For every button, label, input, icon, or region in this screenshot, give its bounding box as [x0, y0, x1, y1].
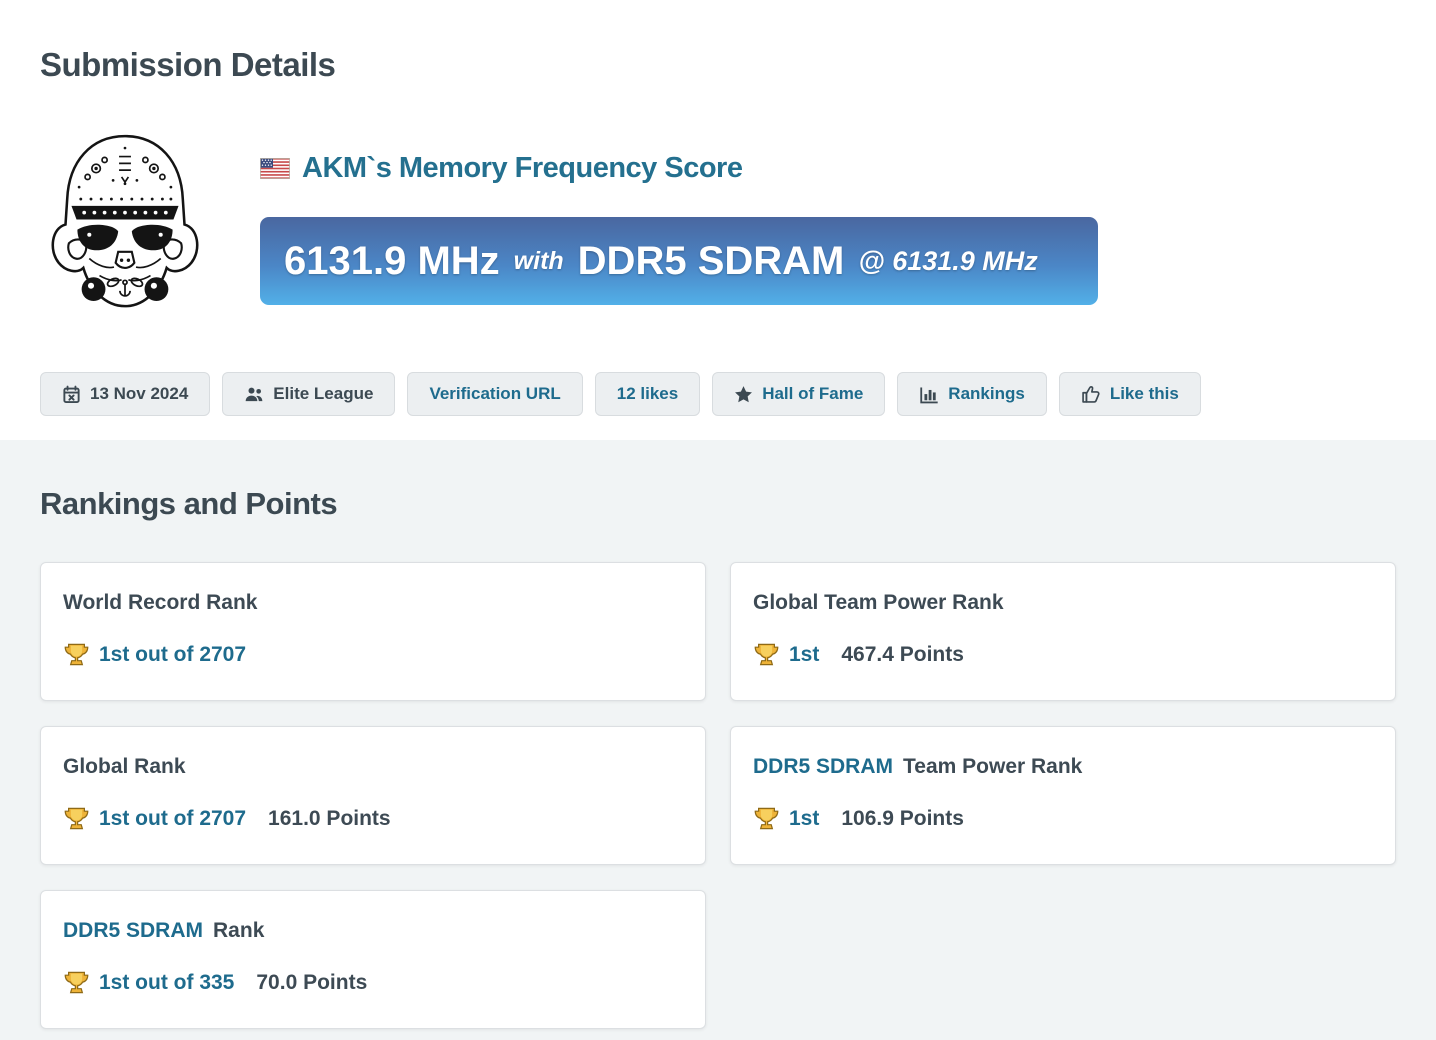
hall-of-fame-label: Hall of Fame [762, 384, 864, 403]
rank-row: 1st 467.4 Points [753, 641, 1373, 668]
rank-link[interactable]: 1st [789, 806, 820, 830]
league-label: Elite League [273, 384, 374, 403]
hall-of-fame-button[interactable]: Hall of Fame [712, 372, 886, 416]
trophy-icon [63, 969, 90, 996]
thumbs-up-icon [1081, 384, 1101, 404]
points-text: 467.4 Points [841, 642, 964, 666]
date-label: 13 Nov 2024 [90, 384, 189, 403]
rank-card-world-record: World Record Rank 1st out of 2707 [40, 562, 706, 701]
rank-card-title-text: World Record Rank [63, 591, 258, 614]
stormtrooper-avatar-art [51, 134, 199, 308]
rank-card-global-team-power: Global Team Power Rank 1st 467.4 Points [730, 562, 1396, 701]
points-text: 161.0 Points [268, 806, 391, 830]
rank-card-title: Global Team Power Rank [753, 591, 1373, 615]
trophy-icon [753, 805, 780, 832]
score-hardware: DDR5 SDRAM [577, 238, 845, 283]
star-icon [734, 385, 753, 403]
score-with-word: with [513, 246, 564, 275]
submission-title-block: AKM`s Memory Frequency Score 6131.9 MHz … [260, 124, 1098, 305]
avatar [40, 124, 210, 320]
trophy-icon [63, 641, 90, 668]
points-text: 106.9 Points [841, 806, 964, 830]
likes-label: 12 likes [616, 384, 679, 403]
rankings-cards-grid: World Record Rank 1st out of 2707 Global… [40, 562, 1396, 1029]
rankings-label: Rankings [948, 384, 1025, 403]
hardware-link[interactable]: DDR5 SDRAM [63, 919, 204, 942]
rank-link[interactable]: 1st out of 2707 [99, 642, 247, 666]
rank-card-title-text: Global Rank [63, 755, 186, 778]
calendar-icon [62, 385, 81, 404]
page-title: Submission Details [40, 46, 336, 83]
rank-row: 1st out of 335 70.0 Points [63, 969, 683, 996]
rank-card-title: DDR5 SDRAM Team Power Rank [753, 755, 1373, 779]
verification-url-label: Verification URL [429, 384, 561, 403]
submission-details-section: Submission Details [0, 0, 1436, 440]
rank-row: 1st 106.9 Points [753, 805, 1373, 832]
verification-url-button[interactable]: Verification URL [407, 372, 583, 416]
submission-meta-row: 13 Nov 2024 Elite League Verification UR… [40, 372, 1396, 416]
rank-link[interactable]: 1st out of 2707 [99, 806, 247, 830]
rank-card-ddr5: DDR5 SDRAM Rank 1st out of 335 70.0 Point… [40, 890, 706, 1029]
likes-button[interactable]: 12 likes [594, 372, 701, 416]
rank-row: 1st out of 2707 [63, 641, 683, 668]
score-banner: 6131.9 MHz with DDR5 SDRAM @ 6131.9 MHz [260, 217, 1098, 305]
league-button[interactable]: Elite League [222, 372, 396, 416]
rank-card-title-text: Team Power Rank [903, 755, 1083, 778]
rank-link[interactable]: 1st out of 335 [99, 970, 235, 994]
score-value: 6131.9 MHz [284, 238, 500, 283]
date-button[interactable]: 13 Nov 2024 [40, 372, 211, 416]
points-text: 70.0 Points [256, 970, 368, 994]
rank-card-title: DDR5 SDRAM Rank [63, 919, 683, 943]
rank-card-title-text: Global Team Power Rank [753, 591, 1004, 614]
rankings-button[interactable]: Rankings [897, 372, 1047, 416]
rank-card-title: Global Rank [63, 755, 683, 779]
trophy-icon [63, 805, 90, 832]
score-at-clock: @ 6131.9 MHz [858, 245, 1038, 276]
rank-card-title: World Record Rank [63, 591, 683, 615]
rank-card-title-text: Rank [213, 919, 265, 942]
rank-link[interactable]: 1st [789, 642, 820, 666]
users-icon [244, 385, 264, 404]
like-this-button[interactable]: Like this [1058, 372, 1201, 416]
rankings-title: Rankings and Points [40, 486, 338, 521]
hardware-link[interactable]: DDR5 SDRAM [753, 755, 894, 778]
rankings-section: Rankings and Points World Record Rank 1s… [0, 440, 1436, 1040]
usa-flag-icon [260, 158, 290, 179]
rank-card-ddr5-team-power: DDR5 SDRAM Team Power Rank 1st 106.9 Poin… [730, 726, 1396, 865]
trophy-icon [753, 641, 780, 668]
rank-row: 1st out of 2707 161.0 Points [63, 805, 683, 832]
submission-title-link[interactable]: AKM`s Memory Frequency Score [302, 152, 743, 184]
like-this-label: Like this [1109, 384, 1179, 403]
submission-header: AKM`s Memory Frequency Score 6131.9 MHz … [40, 124, 1396, 320]
bar-chart-icon [919, 385, 939, 404]
rank-card-global: Global Rank 1st out of 2707 161.0 Points [40, 726, 706, 865]
